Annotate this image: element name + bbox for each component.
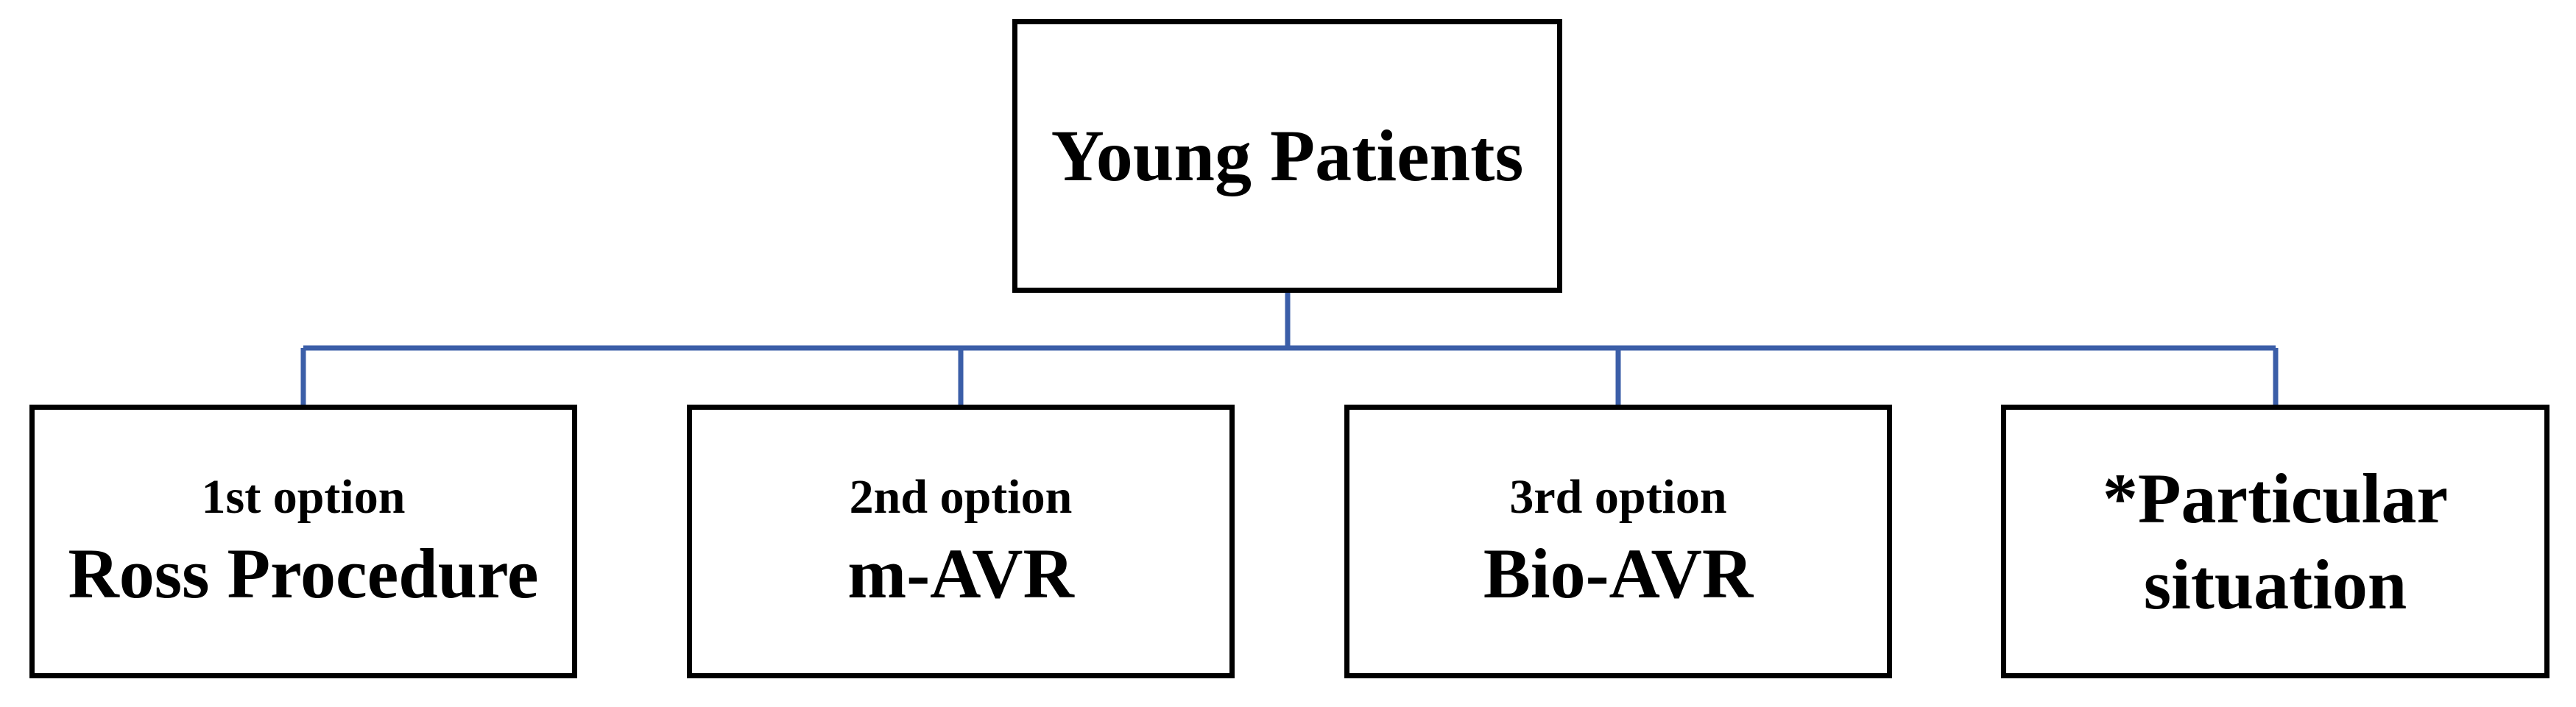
option-title: Bio-AVR bbox=[1483, 533, 1754, 613]
option-title: Ross Procedure bbox=[68, 533, 539, 613]
option-rank-label: 2nd option bbox=[849, 469, 1073, 524]
option-node-2: 2nd option m-AVR bbox=[687, 405, 1235, 678]
option-rank-label: 3rd option bbox=[1509, 469, 1727, 524]
root-node-young-patients: Young Patients bbox=[1012, 19, 1562, 293]
root-node-label: Young Patients bbox=[1051, 115, 1524, 196]
option-title: m-AVR bbox=[847, 533, 1074, 613]
option-node-1: 1st option Ross Procedure bbox=[29, 405, 577, 678]
option-rank-label: 1st option bbox=[201, 469, 406, 524]
particular-situation-line-1: *Particular bbox=[2102, 458, 2449, 538]
particular-situation-node: *Particular situation bbox=[2001, 405, 2549, 678]
particular-situation-line-2: situation bbox=[2143, 545, 2407, 624]
option-node-3: 3rd option Bio-AVR bbox=[1344, 405, 1892, 678]
